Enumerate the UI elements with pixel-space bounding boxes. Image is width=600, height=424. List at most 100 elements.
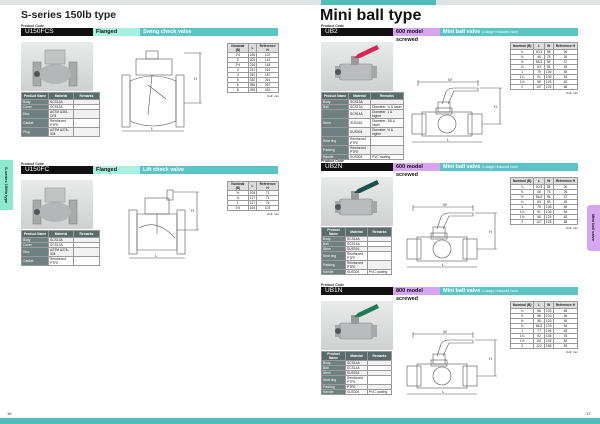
svg-text:L: L	[447, 137, 450, 142]
remarks-value	[73, 256, 100, 266]
valve-type: Swing check valve	[143, 29, 192, 35]
dimension-cell: 2	[509, 343, 535, 349]
part-name	[321, 127, 349, 137]
product-photo	[321, 42, 393, 91]
svg-text:L: L	[442, 389, 445, 394]
part-name: Packing	[321, 260, 346, 270]
materials-header-cell: Material	[48, 92, 74, 100]
dimensions-header-cell: Nominal (B)	[227, 181, 249, 191]
materials-header-cell: Material	[48, 230, 74, 238]
side-tab-mini-ball[interactable]: Mini ball valve	[587, 205, 600, 251]
materials-header-cell: Remarks	[73, 230, 100, 238]
unit-label: Unit: mm	[267, 212, 279, 216]
dimension-cell: 165	[247, 205, 258, 211]
materials-header-cell: Product Name	[21, 92, 49, 100]
remarks-value: Diameter: 1 & higher	[370, 109, 404, 119]
side-tab-s-series[interactable]: S-series 150lb type	[0, 160, 13, 210]
bore-type: 2-stage reduced bore	[481, 165, 518, 169]
dimension-cell: 68	[552, 84, 579, 90]
product-photo	[321, 301, 393, 350]
dimensions-header-cell: L	[247, 181, 258, 191]
dimensions-header-cell: W	[543, 177, 554, 185]
product-description: Lift check valve	[140, 166, 278, 174]
materials-header-cell: Remarks	[367, 351, 392, 361]
connection-type: Flanged	[93, 166, 140, 174]
product-code-label: Product Code	[21, 162, 44, 166]
dimension-cell: 495	[247, 87, 258, 93]
top-band	[0, 0, 600, 5]
product-code: UB2	[321, 28, 393, 36]
product-code-label: Product Code	[321, 24, 344, 28]
dimensions-header-cell: Reference H	[552, 42, 579, 50]
material-value: Reinforced PTFE	[345, 260, 368, 270]
remarks-value: Diameter: ½ & higher	[370, 127, 404, 137]
material-value: SUS304	[345, 269, 368, 275]
remarks-value	[367, 260, 392, 270]
valve-type: Mini ball valve	[443, 29, 481, 35]
dimension-cell: 316	[256, 87, 279, 93]
dimension-cell: 125	[543, 84, 554, 90]
unit-label: Unit: mm	[267, 94, 279, 98]
dimension-cell: 122	[533, 343, 545, 349]
svg-text:H: H	[194, 76, 197, 81]
product-photo	[21, 180, 93, 229]
material-value: ASTM A276-304	[48, 247, 74, 257]
part-name: Gasket	[21, 256, 49, 266]
dimensions-header-cell: Reference H	[552, 301, 579, 309]
dimension-cell: 68	[552, 219, 579, 225]
svg-text:H: H	[489, 229, 492, 234]
connection-type: 600 model screwed	[393, 163, 440, 178]
dimensions-header-cell: L	[247, 43, 258, 53]
material-value: SCS14A	[348, 109, 371, 119]
material-value: Reinforced PTFE	[345, 375, 368, 385]
dimension-cell: 2	[509, 219, 535, 225]
materials-header-cell: Product Name	[321, 351, 346, 361]
part-name: Disc	[21, 247, 49, 257]
remarks-value	[367, 375, 392, 385]
product-description: Mini ball valve 1-stage reduced bore	[440, 287, 578, 295]
materials-header-cell: Product Name	[321, 92, 349, 100]
bottom-band	[0, 418, 600, 424]
dimensions-header-cell: L	[533, 42, 545, 50]
material-value: SUS304	[348, 154, 371, 160]
svg-text:W: W	[448, 78, 452, 82]
unit-label: Unit: mm	[566, 350, 578, 354]
part-name: Seat ring	[321, 136, 349, 146]
part-name: Stem	[321, 118, 349, 128]
dimensions-header-cell: Reference H	[256, 43, 279, 53]
materials-header-cell: Material	[345, 227, 368, 237]
part-name: Packing	[321, 145, 349, 155]
remarks-value	[367, 251, 392, 261]
materials-header-cell: Material	[345, 351, 368, 361]
dimensions-header-cell: L	[533, 177, 545, 185]
remarks-value: Diameter: 3/8 & lower	[370, 118, 404, 128]
connection-type: Flanged	[93, 28, 140, 36]
part-name: Gasket	[21, 118, 49, 128]
svg-text:H: H	[191, 208, 194, 213]
